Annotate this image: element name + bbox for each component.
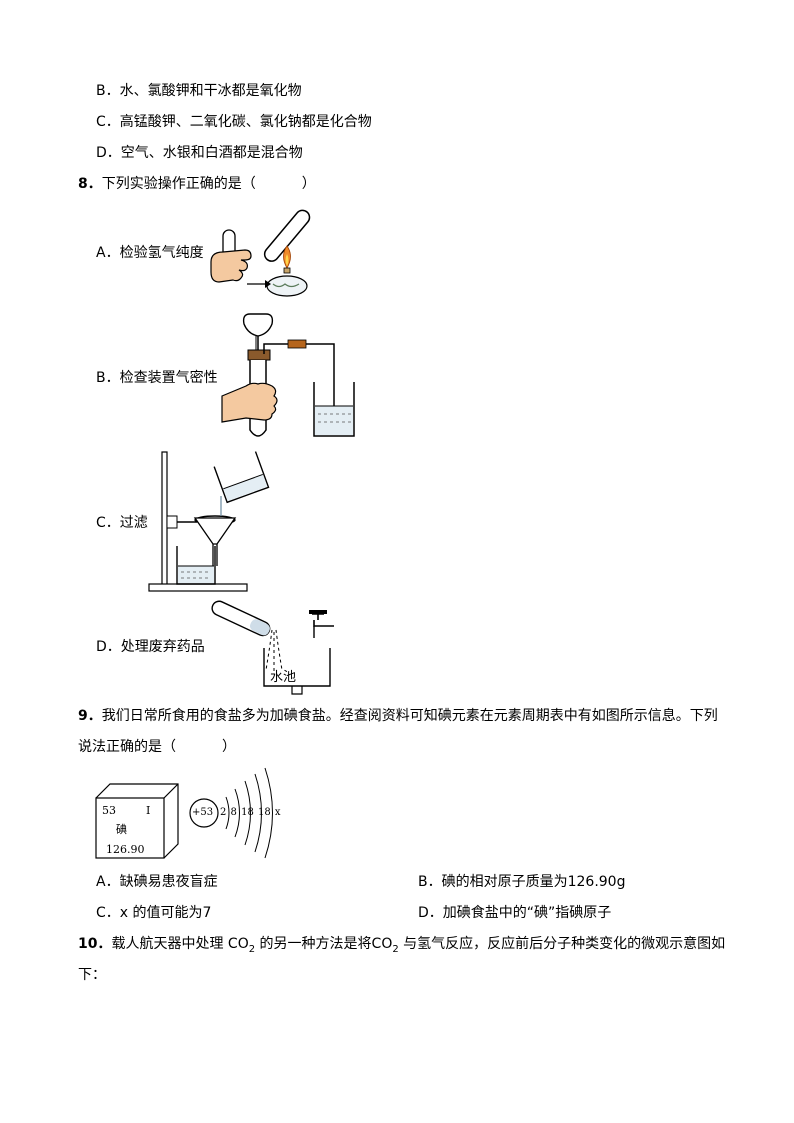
q8-stem: 8．下列实验操作正确的是（ ）: [78, 174, 316, 194]
hydrogen-purity-test-figure: [210, 209, 311, 297]
q8-option-d: D．处理废弃药品: [96, 639, 205, 655]
q8-number: 8．: [78, 176, 102, 192]
q9-option-c: C．x 的值可能为7: [96, 905, 212, 921]
q9-stem-text2: 说法正确的是（: [78, 739, 176, 755]
q8-stem-text: 下列实验操作正确的是（: [101, 176, 256, 192]
sink-label: 水池: [270, 670, 297, 685]
q7-option-b: B．水、氯酸钾和干冰都是氧化物: [96, 83, 302, 99]
q8-stem-close: ）: [301, 176, 316, 192]
element-name: 碘: [116, 823, 127, 836]
q9-stem-line1: 9．我们日常所食用的食盐多为加碘食盐。经查阅资料可知碘元素在元素周期表中有如图所…: [78, 706, 718, 726]
q10-text-c: 与氢气反应，反应前后分子种类变化的微观示意图如: [398, 936, 726, 952]
atom-electron-shells: 2 8 18 18 x: [220, 807, 281, 818]
q9-option-a: A．缺碘易患夜盲症: [96, 874, 218, 890]
q8-option-a: A．检验氢气纯度: [96, 245, 204, 261]
element-atomic-number: 53: [102, 804, 116, 817]
q10-text-a: 载人航天器中处理 CO: [111, 936, 249, 952]
q9-stem-close: ）: [222, 739, 236, 755]
atom-structure-diagram: [189, 767, 273, 859]
q9-option-b: B．碘的相对原子质量为126.90g: [418, 874, 626, 890]
q9-option-d: D．加碘食盐中的“碘”指碘原子: [418, 905, 612, 921]
q10-stem-line2: 下：: [78, 967, 106, 983]
q7-option-d: D．空气、水银和白酒都是混合物: [96, 145, 303, 161]
filtration-figure: [148, 451, 270, 592]
q10-sub1: 2: [248, 943, 256, 955]
element-atomic-mass: 126.90: [106, 843, 145, 856]
waste-disposal-figure: [211, 600, 334, 695]
airtightness-check-figure: [221, 313, 355, 437]
q8-option-c: C．过滤: [96, 515, 148, 531]
q9-number: 9．: [78, 708, 102, 724]
q10-sub2: 2: [392, 943, 399, 955]
q9-stem-text: 我们日常所食用的食盐多为加碘食盐。经查阅资料可知碘元素在元素周期表中有如图所示信…: [101, 708, 718, 724]
atom-nucleus-charge: +53: [192, 807, 214, 818]
q10-stem-line1: 10．载人航天器中处理 CO2 的另一种方法是将CO2 与氢气反应，反应前后分子…: [78, 934, 725, 960]
q9-stem-line2: 说法正确的是（ ）: [78, 737, 236, 757]
q10-text-b: 的另一种方法是将CO: [255, 936, 393, 952]
q8-option-b: B．检查装置气密性: [96, 370, 218, 386]
q7-option-c: C．高锰酸钾、二氧化碳、氯化钠都是化合物: [96, 114, 372, 130]
element-symbol: I: [146, 804, 151, 817]
q10-number: 10．: [78, 936, 112, 952]
iodine-element-box: [95, 783, 179, 859]
